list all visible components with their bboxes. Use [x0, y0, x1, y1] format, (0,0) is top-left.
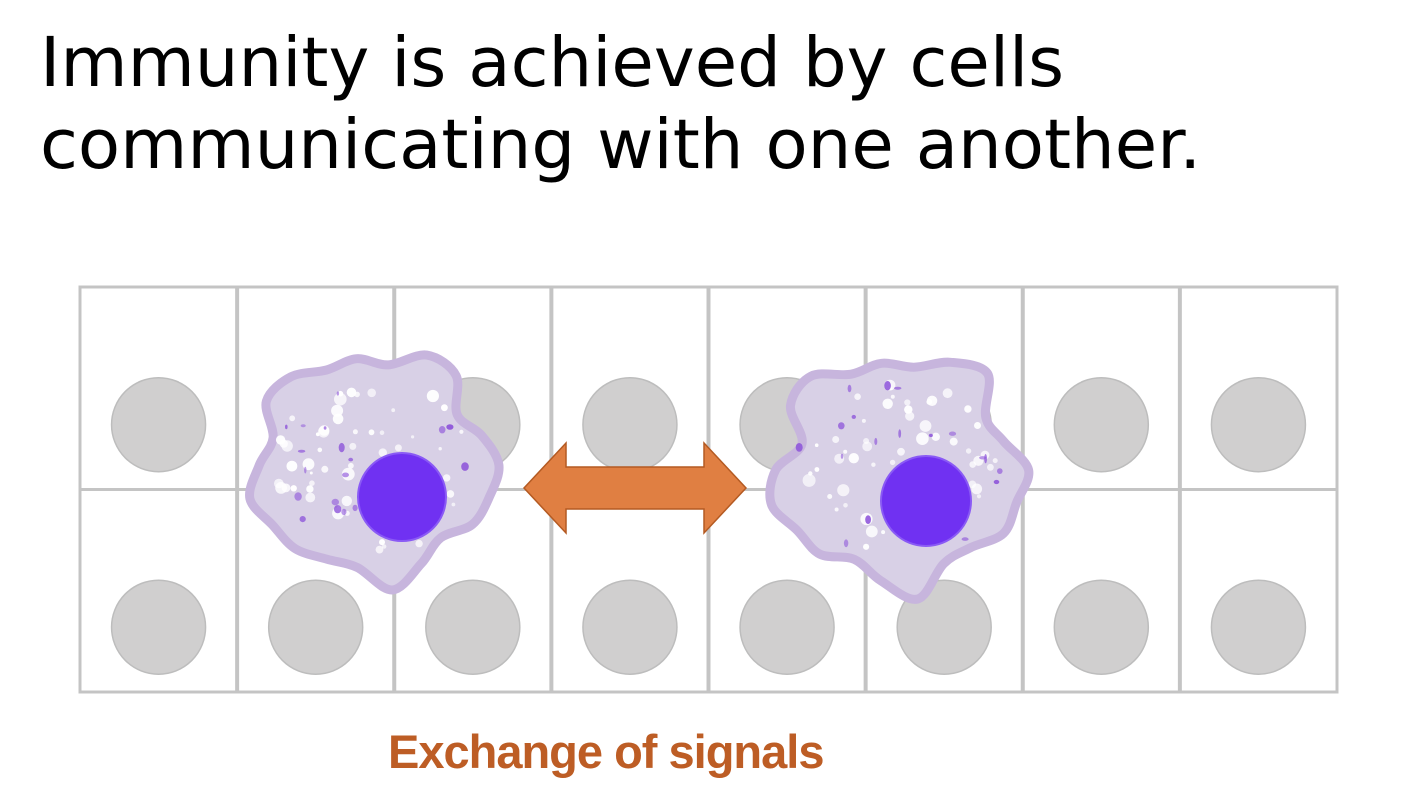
tissue-cell-nucleus: [110, 579, 207, 675]
tissue-cell-nucleus: [1053, 376, 1150, 473]
immune-cell-nucleus: [357, 452, 447, 542]
tissue-cell-nucleus: [425, 579, 521, 675]
signal-arrow: [522, 441, 748, 535]
immune-cell-right: [765, 357, 1034, 604]
immune-cell-left: [245, 350, 504, 595]
tissue-cell-nucleus: [1210, 579, 1307, 675]
diagram-caption: Exchange of signals: [388, 725, 824, 778]
tissue-cell-nucleus: [1210, 376, 1307, 473]
immune-cell-granules: [795, 379, 1003, 550]
tissue-cell-nucleus: [582, 579, 678, 675]
tissue-cell-nucleus: [582, 376, 678, 473]
tissue-cell-nucleus: [739, 579, 835, 675]
title-line-1: Immunity is achieved by cells: [40, 23, 1065, 103]
slide-title: Immunity is achieved by cells communicat…: [40, 22, 1400, 186]
immune-cell-nucleus: [880, 455, 972, 547]
tissue-cell-nucleus: [896, 579, 992, 675]
tissue-cell-nucleus: [110, 376, 207, 473]
immune-cell-granules: [274, 387, 469, 554]
tissue-cell-nucleus: [267, 579, 364, 675]
tissue-cell-nucleus: [1053, 579, 1150, 675]
immune-cells: [245, 350, 1034, 604]
title-line-2: communicating with one another.: [40, 105, 1202, 185]
